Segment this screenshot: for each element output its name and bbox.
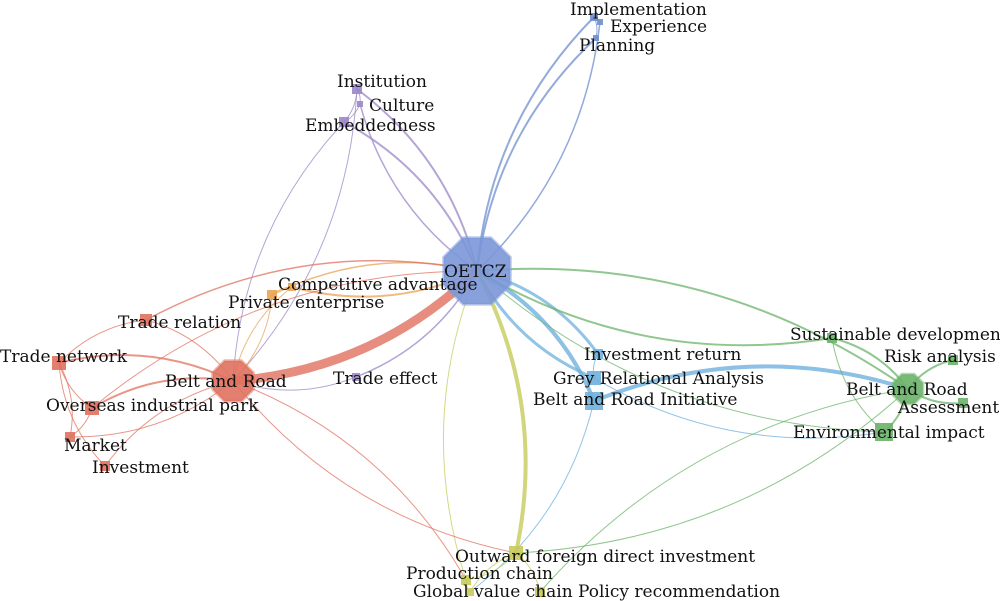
edge-institution-belt_red xyxy=(232,88,358,382)
label-overseas: Overseas industrial park xyxy=(46,396,259,416)
label-belt_red: Belt and Road xyxy=(165,372,287,392)
node-trade_network xyxy=(52,356,66,370)
node-grey xyxy=(587,371,601,385)
edge-oetcz-trade_relation xyxy=(145,259,478,321)
edge-bri-gvc xyxy=(469,400,595,593)
edge-layer xyxy=(58,16,964,593)
label-trade_network: Trade network xyxy=(0,347,128,367)
label-sustainable: Sustainable development xyxy=(790,325,1000,345)
node-production xyxy=(461,575,471,585)
label-experience: Experience xyxy=(610,17,707,37)
node-institution xyxy=(352,84,362,94)
label-investment: Investment xyxy=(92,458,189,478)
node-assessment xyxy=(958,398,968,408)
edge-belt_green-policy xyxy=(539,388,909,593)
node-oetcz xyxy=(442,236,512,306)
label-gvc: Global value chain xyxy=(413,582,573,601)
node-embeddedness xyxy=(339,117,349,127)
node-layer xyxy=(52,13,968,597)
edge-oetcz-sustainable xyxy=(476,270,833,347)
node-belt_green xyxy=(891,372,925,406)
edge-belt_green-ofdi xyxy=(515,388,909,554)
label-trade_effect: Trade effect xyxy=(333,369,438,389)
node-belt_red xyxy=(211,359,255,403)
node-gvc xyxy=(466,588,474,596)
edge-oetcz-environmental xyxy=(476,270,885,433)
node-policy xyxy=(535,587,545,597)
node-ofdi xyxy=(509,546,523,560)
edge-oetcz-planning xyxy=(476,37,597,272)
label-policy: Policy recommendation xyxy=(578,582,780,601)
label-ofdi: Outward foreign direct investment xyxy=(455,547,755,567)
label-implementation: Implementation xyxy=(570,0,707,20)
edge-oetcz-belt_red xyxy=(228,266,482,386)
node-trade_relation xyxy=(140,314,152,326)
label-environmental: Environmental impact xyxy=(793,423,985,443)
edge-oetcz-belt_green xyxy=(476,267,909,390)
label-competitive: Competitive advantage xyxy=(278,275,478,295)
node-investment xyxy=(100,461,110,471)
label-oetcz: OETCZ xyxy=(444,262,507,282)
edge-oetcz-production xyxy=(442,270,478,581)
edge-embeddedness-belt_red xyxy=(232,121,345,382)
label-trade_relation: Trade relation xyxy=(118,313,241,333)
label-production: Production chain xyxy=(406,564,553,584)
label-institution: Institution xyxy=(337,72,427,92)
node-trade_effect xyxy=(352,373,360,381)
label-grey: Grey Relational Analysis xyxy=(553,369,764,389)
node-competitive xyxy=(288,283,296,291)
edge-grey-environmental xyxy=(593,377,885,439)
label-embeddedness: Embeddedness xyxy=(305,116,436,136)
label-assessment: Assessment xyxy=(897,398,999,418)
label-market: Market xyxy=(64,436,127,456)
label-inv_return: Investment return xyxy=(584,345,741,365)
label-private: Private enterprise xyxy=(228,293,384,313)
edge-bri-belt_green xyxy=(592,364,910,403)
node-sustainable xyxy=(827,333,837,343)
node-culture xyxy=(357,101,363,107)
edge-oetcz-implementation xyxy=(476,16,595,272)
label-bri: Belt and Road Initiative xyxy=(533,390,738,410)
edge-trade_network-investment xyxy=(58,362,106,467)
label-belt_green: Belt and Road xyxy=(846,380,968,400)
label-culture: Culture xyxy=(369,96,434,116)
node-risk xyxy=(948,355,958,365)
node-implementation xyxy=(590,13,598,21)
edge-trade_relation-trade_network xyxy=(58,319,147,364)
node-market xyxy=(65,432,75,442)
label-risk: Risk analysis xyxy=(884,347,996,367)
node-overseas xyxy=(85,401,99,415)
node-planning xyxy=(593,35,599,41)
edge-oetcz-experience xyxy=(476,21,601,272)
node-bri xyxy=(585,392,603,410)
label-planning: Planning xyxy=(579,36,655,56)
node-inv_return xyxy=(593,349,603,359)
node-environmental xyxy=(875,423,893,441)
node-private xyxy=(267,290,277,300)
edge-oetcz-ofdi xyxy=(475,269,528,555)
edge-belt_red-production xyxy=(232,380,467,581)
node-experience xyxy=(597,19,603,25)
edge-belt_red-ofdi xyxy=(232,380,517,554)
